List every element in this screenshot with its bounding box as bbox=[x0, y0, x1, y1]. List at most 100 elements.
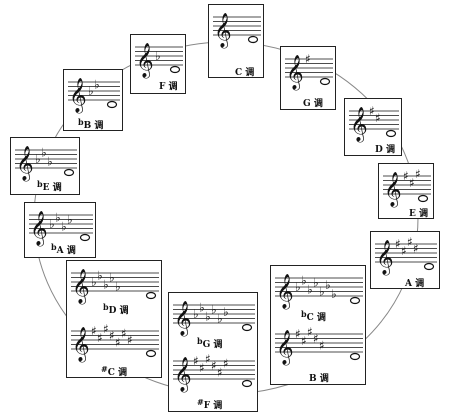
sharp-icon: ♯ bbox=[413, 242, 419, 256]
key-card-a: 𝄞♯♯♯♯ A 调 bbox=[370, 231, 440, 289]
sharp-icon: ♯ bbox=[403, 169, 409, 183]
flat-icon: ♭ bbox=[325, 278, 331, 292]
sharp-icon: ♯ bbox=[211, 359, 217, 373]
staff-e: 𝄞♯♯♯ bbox=[383, 167, 431, 208]
key-card-gb: 𝄞♭♭♭♭♭♭ bG 调 𝄞♯♯♯♯♯♯ #F 调 bbox=[168, 292, 258, 412]
sharp-icon: ♯ bbox=[375, 111, 381, 125]
treble-clef-icon: 𝄞 bbox=[72, 327, 90, 363]
flat-icon: ♭ bbox=[97, 268, 103, 282]
flat-icon: ♭ bbox=[217, 312, 223, 326]
key-card-d: 𝄞♯♯ D 调 bbox=[344, 98, 402, 156]
key-card-b: 𝄞♭♭♭♭♭♭♭ bC 调 𝄞♯♯♯♯♯ B 调 bbox=[270, 265, 366, 385]
key-card-eb: 𝄞♭♭♭ bE 调 bbox=[10, 137, 80, 195]
flat-icon: ♭ bbox=[115, 280, 121, 294]
staff-a: 𝄞♯♯♯♯ bbox=[375, 235, 437, 276]
flat-icon: ♭ bbox=[88, 84, 94, 98]
sharp-icon: ♯ bbox=[103, 322, 109, 336]
flat-icon: ♭ bbox=[205, 309, 211, 323]
staff-fs: 𝄞♯♯♯♯♯♯ bbox=[173, 352, 255, 393]
key-card-ab: 𝄞♭♭♭♭ bA 调 bbox=[24, 202, 96, 258]
flat-icon: ♭ bbox=[55, 210, 61, 224]
sharp-icon: ♯ bbox=[91, 324, 97, 338]
flat-icon: ♭ bbox=[155, 49, 161, 63]
staff-db: 𝄞♭♭♭♭♭ bbox=[71, 268, 159, 305]
flat-icon: ♭ bbox=[211, 303, 217, 317]
key-label-b: B 调 bbox=[309, 374, 329, 384]
whole-note-icon bbox=[349, 352, 361, 361]
whole-note-icon bbox=[241, 379, 253, 388]
whole-note-icon bbox=[145, 291, 157, 300]
key-label-cs: #C 调 bbox=[101, 364, 127, 378]
staff-gb: 𝄞♭♭♭♭♭♭ bbox=[173, 300, 255, 337]
key-label-g: G 调 bbox=[303, 99, 323, 109]
whole-note-icon bbox=[145, 349, 157, 358]
sharp-icon: ♯ bbox=[295, 327, 301, 341]
flat-icon: ♭ bbox=[49, 217, 55, 231]
key-label-cb: bC 调 bbox=[301, 309, 326, 323]
sharp-icon: ♯ bbox=[305, 52, 311, 66]
treble-clef-icon: 𝄞 bbox=[174, 301, 192, 337]
whole-note-icon bbox=[106, 100, 118, 109]
treble-clef-icon: 𝄞 bbox=[350, 107, 368, 143]
key-label-a: A 调 bbox=[405, 279, 425, 289]
sharp-icon: ♯ bbox=[401, 244, 407, 258]
flat-icon: ♭ bbox=[223, 305, 229, 319]
sharp-icon: ♯ bbox=[121, 326, 127, 340]
whole-note-icon bbox=[169, 65, 181, 74]
flat-icon: ♭ bbox=[61, 219, 67, 233]
whole-note-icon bbox=[349, 296, 361, 305]
flat-icon: ♭ bbox=[199, 300, 205, 314]
flat-icon: ♭ bbox=[193, 307, 199, 321]
sharp-icon: ♯ bbox=[415, 167, 421, 181]
whole-note-icon bbox=[63, 168, 75, 177]
sharp-icon: ♯ bbox=[205, 352, 211, 366]
treble-clef-icon: 𝄞 bbox=[276, 274, 294, 310]
sharp-icon: ♯ bbox=[409, 176, 415, 190]
flat-icon: ♭ bbox=[41, 145, 47, 159]
treble-clef-icon: 𝄞 bbox=[136, 43, 154, 79]
key-label-c: C 调 bbox=[235, 68, 255, 78]
whole-note-icon bbox=[79, 233, 91, 242]
key-card-f: 𝄞♭ F 调 bbox=[130, 34, 186, 94]
sharp-icon: ♯ bbox=[407, 235, 413, 249]
staff-g: 𝄞♯ bbox=[285, 52, 333, 91]
flat-icon: ♭ bbox=[109, 271, 115, 285]
treble-clef-icon: 𝄞 bbox=[30, 211, 48, 247]
sharp-icon: ♯ bbox=[199, 361, 205, 375]
flat-icon: ♭ bbox=[313, 276, 319, 290]
whole-note-icon bbox=[385, 129, 397, 138]
flat-icon: ♭ bbox=[91, 275, 97, 289]
staff-b: 𝄞♯♯♯♯♯ bbox=[275, 325, 363, 366]
sharp-icon: ♯ bbox=[127, 333, 133, 347]
flat-icon: ♭ bbox=[103, 277, 109, 291]
treble-clef-icon: 𝄞 bbox=[286, 55, 304, 91]
whole-note-icon bbox=[423, 262, 435, 271]
staff-f: 𝄞♭ bbox=[135, 43, 183, 79]
treble-clef-icon: 𝄞 bbox=[174, 357, 192, 393]
flat-icon: ♭ bbox=[47, 154, 53, 168]
key-label-f: F 调 bbox=[159, 82, 178, 92]
treble-clef-icon: 𝄞 bbox=[72, 269, 90, 305]
staff-c: 𝄞 bbox=[213, 13, 261, 49]
staff-bb: 𝄞♭♭ bbox=[68, 77, 120, 114]
sharp-icon: ♯ bbox=[115, 335, 121, 349]
staff-eb: 𝄞♭♭♭ bbox=[15, 145, 77, 182]
whole-note-icon bbox=[241, 323, 253, 332]
flat-icon: ♭ bbox=[319, 285, 325, 299]
staff-cb: 𝄞♭♭♭♭♭♭♭ bbox=[275, 273, 363, 310]
key-card-e: 𝄞♯♯♯ E 调 bbox=[378, 163, 434, 219]
flat-icon: ♭ bbox=[301, 273, 307, 287]
key-label-gb: bG 调 bbox=[197, 336, 223, 350]
treble-clef-icon: 𝄞 bbox=[384, 172, 402, 208]
sharp-icon: ♯ bbox=[307, 325, 313, 339]
key-card-bb: 𝄞♭♭ bB 调 bbox=[63, 69, 123, 131]
flat-icon: ♭ bbox=[331, 287, 337, 301]
sharp-icon: ♯ bbox=[313, 332, 319, 346]
sharp-icon: ♯ bbox=[217, 365, 223, 379]
sharp-icon: ♯ bbox=[97, 331, 103, 345]
treble-clef-icon: 𝄞 bbox=[276, 330, 294, 366]
key-card-c: 𝄞 C 调 bbox=[208, 4, 264, 78]
flat-icon: ♭ bbox=[295, 280, 301, 294]
sharp-icon: ♯ bbox=[301, 334, 307, 348]
key-card-g: 𝄞♯ G 调 bbox=[280, 46, 336, 110]
